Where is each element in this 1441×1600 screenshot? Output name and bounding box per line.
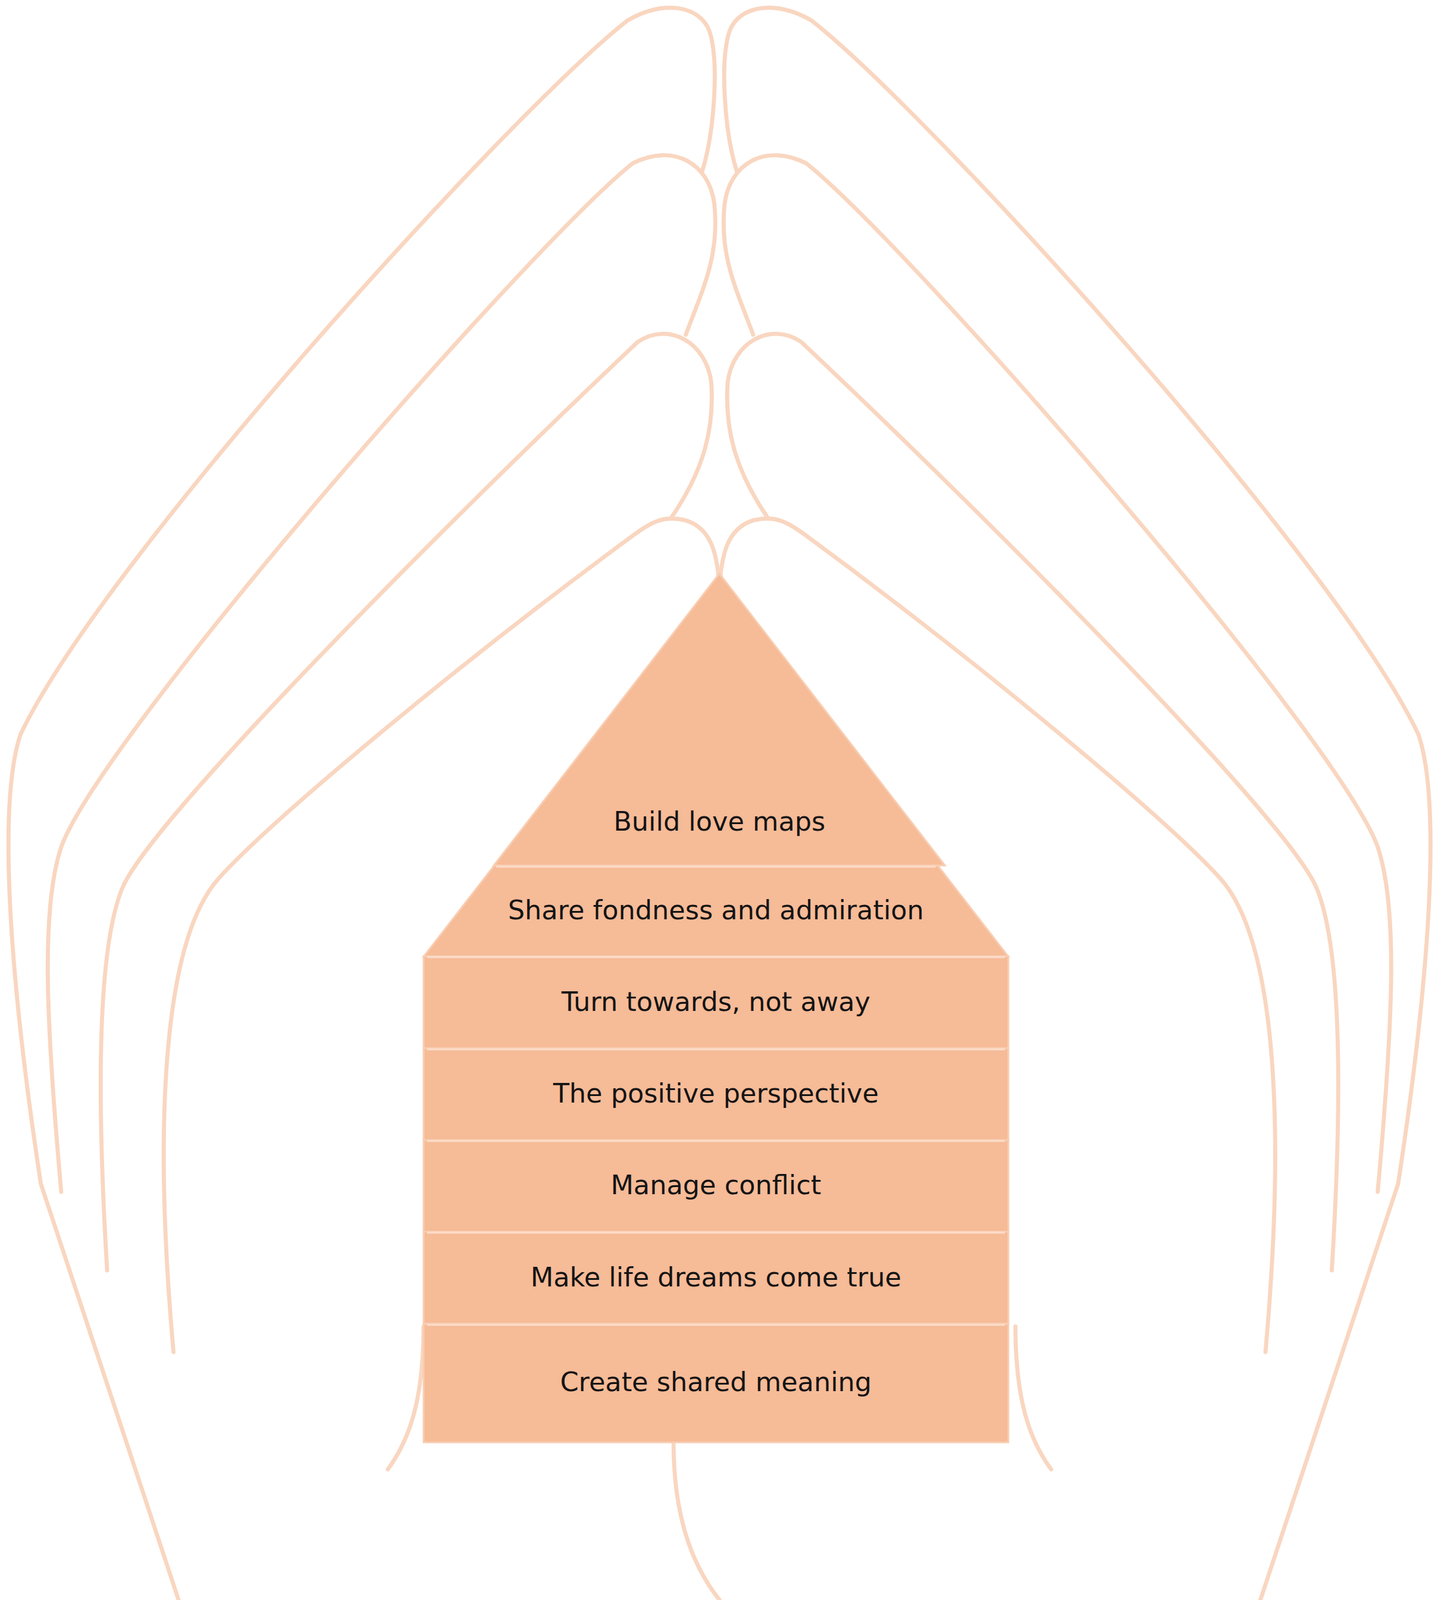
band-label: Build love maps [613, 806, 826, 839]
band-fill [423, 1139, 1009, 1232]
band-separator [427, 956, 1005, 958]
band-label: Make life dreams come true [530, 1261, 902, 1295]
wall-band: Make life dreams come true [423, 1231, 1009, 1324]
band-label: Share fondness and admiration [508, 894, 924, 927]
band-label: Turn towards, not away [561, 986, 871, 1019]
band-fill [493, 573, 945, 866]
roof-band: Build love maps [493, 573, 945, 866]
band-fill [423, 956, 1009, 1048]
band-fill [423, 865, 1009, 957]
roof-band: Share fondness and admiration [423, 865, 1009, 957]
band-fill [423, 1048, 1009, 1140]
band-fill [423, 1323, 1009, 1443]
band-label: Create shared meaning [559, 1366, 872, 1399]
band-separator [427, 1231, 1005, 1234]
wall-band: Turn towards, not away [423, 956, 1009, 1048]
wrist-line [673, 1441, 720, 1600]
band-separator [427, 1323, 1005, 1325]
band-separator [427, 1047, 1005, 1050]
foundation-band: Create shared meaning [423, 1323, 1009, 1443]
band-separator [496, 865, 936, 867]
wall-band: Manage conflict [423, 1139, 1009, 1232]
band-fill [423, 1231, 1009, 1324]
band-label: The positive perspective [553, 1078, 879, 1111]
band-label: Manage conflict [610, 1169, 822, 1202]
wall-band: The positive perspective [423, 1048, 1009, 1140]
band-separator [427, 1139, 1005, 1142]
